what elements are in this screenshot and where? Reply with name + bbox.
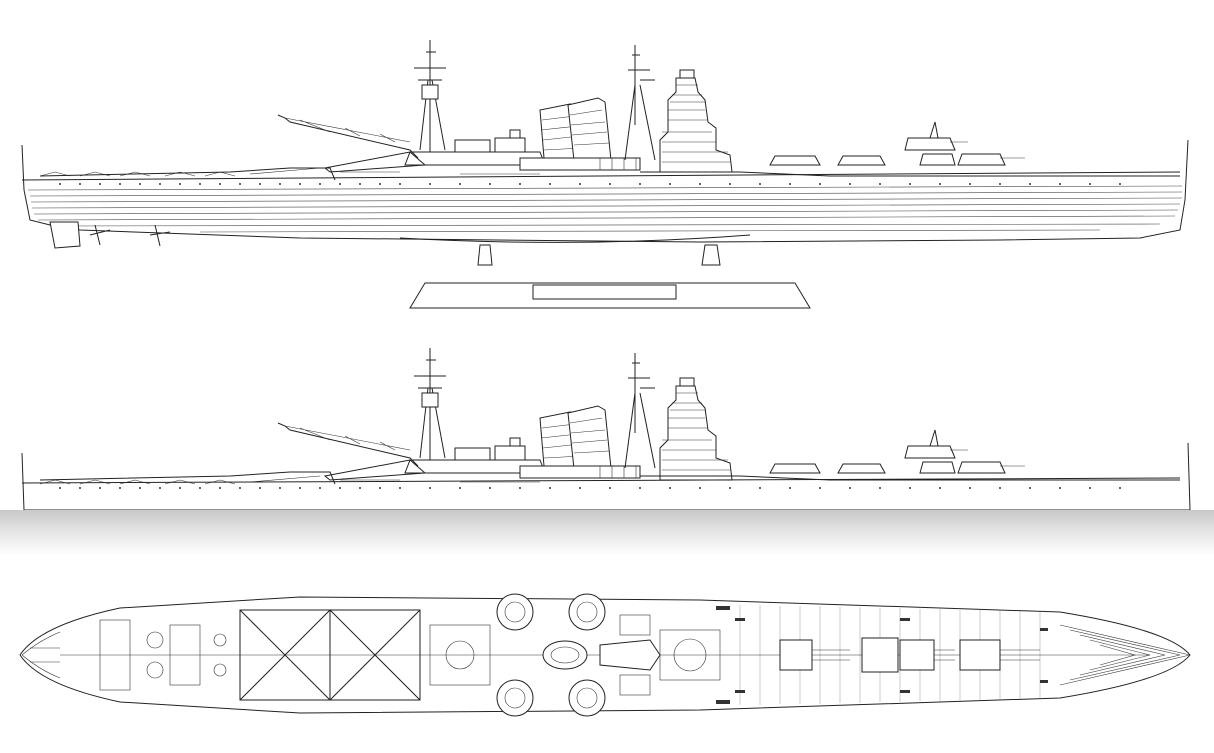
hull-profile-full-view	[21, 39, 1189, 309]
plan-view	[19, 593, 1191, 717]
waterline-profile-view	[21, 347, 1191, 511]
separator-band	[0, 510, 1214, 555]
